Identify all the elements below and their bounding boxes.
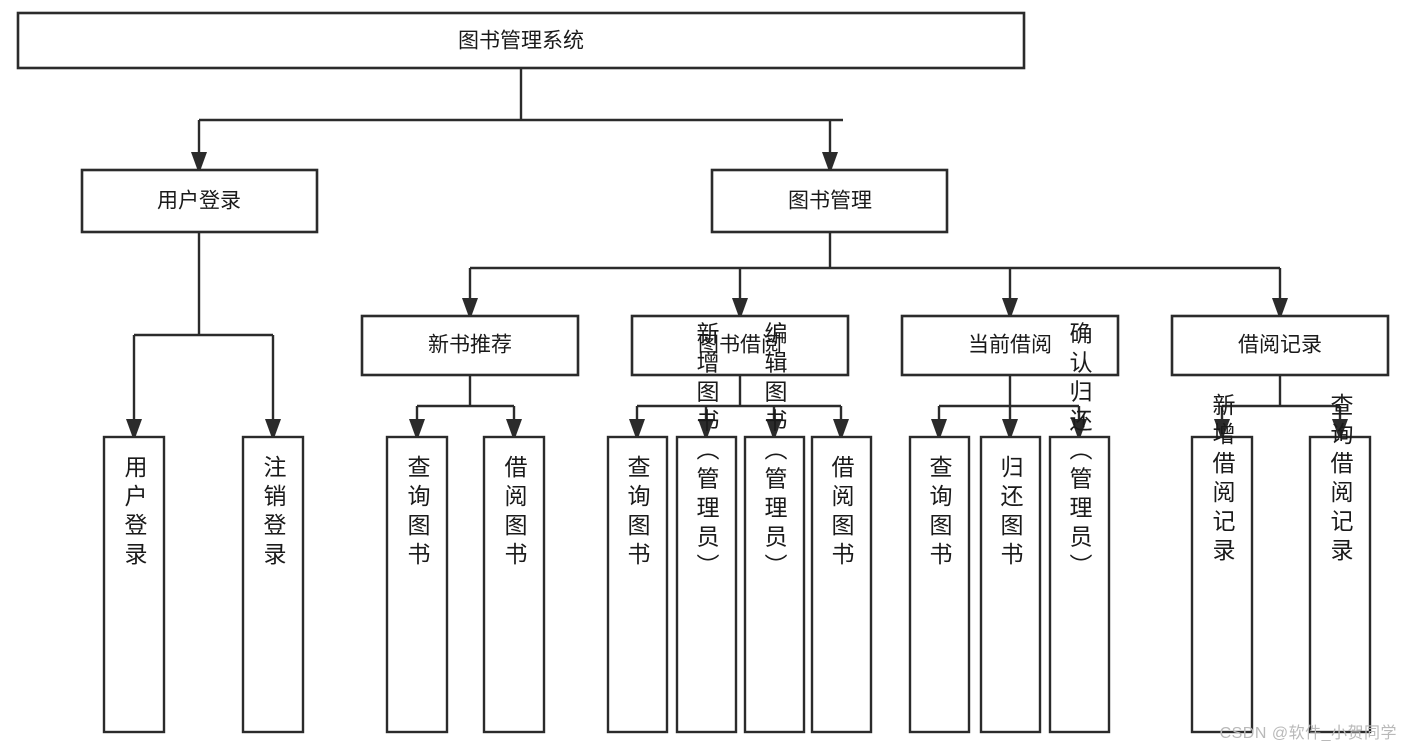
edges-borrow-record-to-leaves — [1214, 375, 1348, 441]
edges-user-login-to-leaves — [126, 232, 281, 441]
edges-book-borrow-to-leaves — [629, 375, 849, 441]
leaf-add-book[interactable]: 新增图书（管理员） — [675, 322, 738, 734]
leaf-query-record-label: 查询借阅记录 — [1327, 393, 1354, 567]
leaf-query-book-a[interactable]: 查询图书 — [385, 435, 449, 734]
leaf-edit-book-label: 编辑图书（管理员） — [761, 322, 788, 583]
leaf-user-login[interactable]: 用户登录 — [102, 435, 166, 734]
leaf-add-record[interactable]: 新增借阅记录 — [1190, 393, 1254, 734]
node-borrow-record[interactable]: 借阅记录 — [1170, 314, 1390, 377]
node-current-borrow[interactable]: 当前借阅 — [900, 314, 1120, 377]
leaf-logout[interactable]: 注销登录 — [241, 435, 305, 734]
node-root[interactable]: 图书管理系统 — [16, 11, 1026, 70]
edges-current-borrow-to-leaves — [931, 375, 1087, 441]
leaf-logout-label: 注销登录 — [260, 455, 287, 571]
leaf-return-book[interactable]: 归还图书 — [979, 435, 1042, 734]
node-borrow-record-label: 借阅记录 — [1238, 334, 1322, 357]
leaf-add-record-label: 新增借阅记录 — [1209, 393, 1236, 567]
leaf-borrow-book-b[interactable]: 借阅图书 — [810, 435, 873, 734]
leaf-query-book-a-label: 查询图书 — [404, 455, 431, 571]
node-new-book-recommend[interactable]: 新书推荐 — [360, 314, 580, 377]
node-current-borrow-label: 当前借阅 — [968, 334, 1052, 357]
node-book-manage[interactable]: 图书管理 — [710, 168, 949, 234]
leaf-borrow-book-a-label: 借阅图书 — [501, 455, 528, 571]
node-user-login-label: 用户登录 — [157, 190, 241, 213]
leaf-borrow-book-b-label: 借阅图书 — [828, 455, 855, 571]
leaf-confirm-return[interactable]: 确认归还（管理员） — [1048, 322, 1111, 734]
leaf-borrow-book-a[interactable]: 借阅图书 — [482, 435, 546, 734]
node-book-manage-label: 图书管理 — [788, 190, 872, 213]
node-root-label: 图书管理系统 — [458, 30, 584, 53]
edges-new-book-rec-to-leaves — [409, 375, 522, 441]
edges-book-manage-to-level3 — [462, 232, 1288, 320]
leaf-add-book-label: 新增图书（管理员） — [693, 322, 720, 583]
leaf-confirm-return-label: 确认归还（管理员） — [1066, 322, 1093, 583]
leaf-edit-book[interactable]: 编辑图书（管理员） — [743, 322, 806, 734]
edges-root-to-level2 — [191, 68, 843, 174]
leaf-query-book-b-label: 查询图书 — [624, 455, 651, 571]
node-user-login[interactable]: 用户登录 — [80, 168, 319, 234]
leaf-query-record[interactable]: 查询借阅记录 — [1308, 393, 1372, 734]
leaf-user-login-label: 用户登录 — [121, 455, 148, 571]
leaf-query-book-c[interactable]: 查询图书 — [908, 435, 971, 734]
leaf-query-book-b[interactable]: 查询图书 — [606, 435, 669, 734]
node-new-book-recommend-label: 新书推荐 — [428, 334, 512, 357]
leaf-query-book-c-label: 查询图书 — [926, 455, 953, 571]
leaf-return-book-label: 归还图书 — [997, 455, 1024, 571]
node-book-borrow-label: 图书借阅 — [698, 334, 782, 357]
node-book-borrow[interactable]: 图书借阅 — [630, 314, 850, 377]
